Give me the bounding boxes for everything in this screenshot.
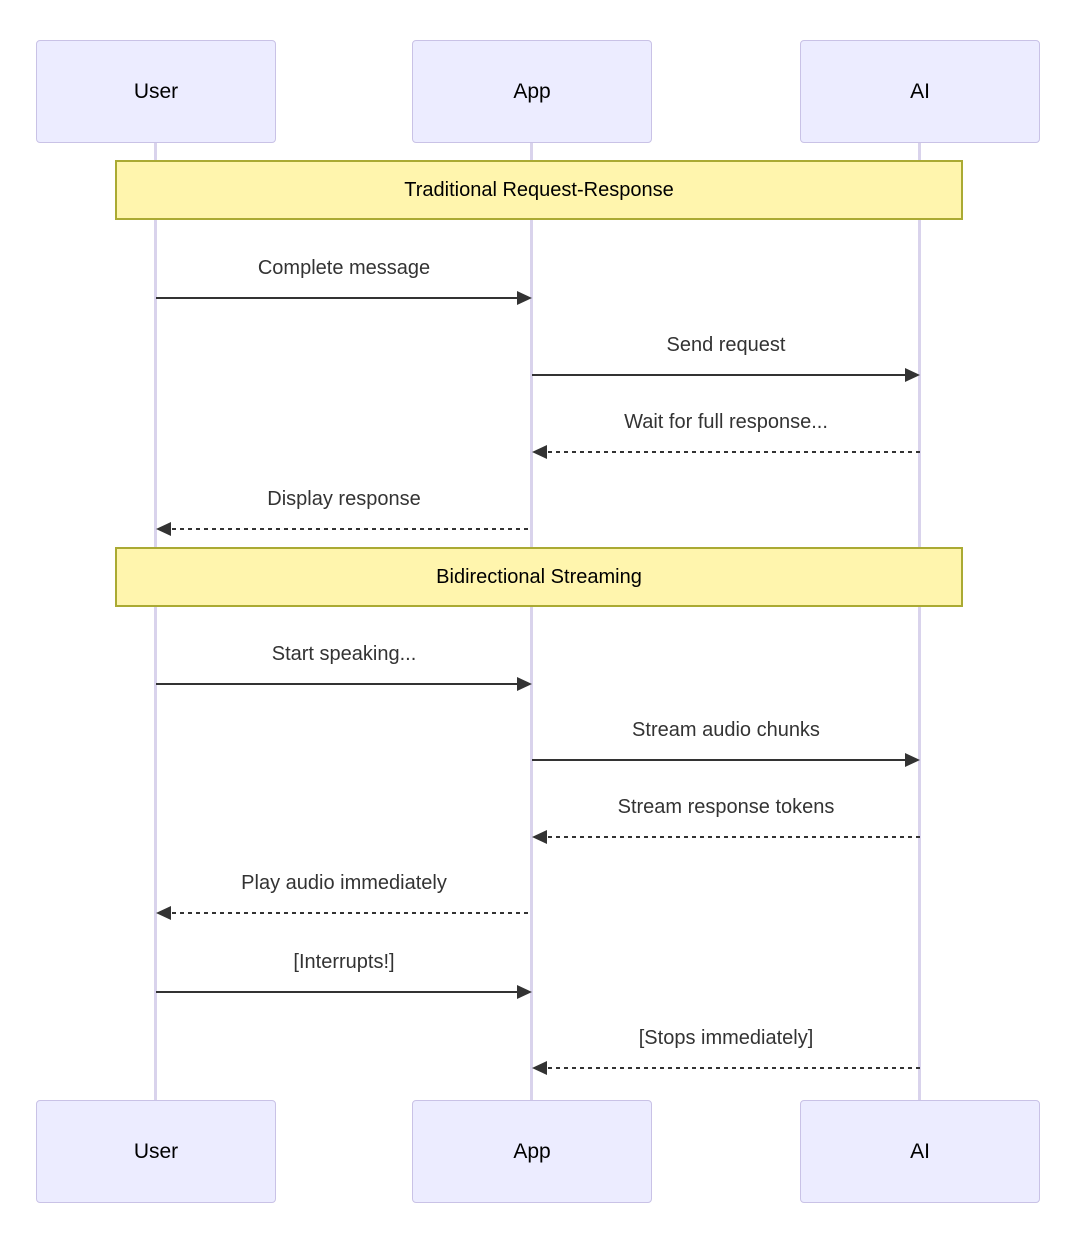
message-arrow xyxy=(532,759,912,761)
message-label: Display response xyxy=(267,488,421,510)
message-arrow xyxy=(540,836,920,838)
actor-user-bottom: User xyxy=(36,1100,276,1203)
lifeline-user xyxy=(154,143,157,1100)
actor-ai-bottom: AI xyxy=(800,1100,1040,1203)
message-label: Complete message xyxy=(257,257,431,279)
arrowhead-right-icon xyxy=(905,368,920,382)
lifeline-ai xyxy=(918,143,921,1100)
actor-app-label: App xyxy=(513,1139,551,1163)
arrowhead-left-icon xyxy=(156,906,171,920)
message-label: Stream response tokens xyxy=(617,796,835,818)
arrowhead-right-icon xyxy=(905,753,920,767)
message-arrow xyxy=(156,297,524,299)
actor-ai-top: AI xyxy=(800,40,1040,143)
message-arrow xyxy=(540,451,920,453)
message-arrow xyxy=(532,374,912,376)
message-label: Play audio immediately xyxy=(241,872,447,894)
section-note-streaming: Bidirectional Streaming xyxy=(115,547,963,607)
section-note-title: Bidirectional Streaming xyxy=(436,565,642,588)
message-label: [Stops immediately] xyxy=(638,1027,814,1049)
actor-user-top: User xyxy=(36,40,276,143)
arrowhead-right-icon xyxy=(517,291,532,305)
arrowhead-left-icon xyxy=(532,830,547,844)
actor-ai-label: AI xyxy=(910,79,930,103)
actor-user-label: User xyxy=(133,79,179,103)
message-arrow xyxy=(164,528,532,530)
message-arrow xyxy=(540,1067,920,1069)
message-arrow xyxy=(156,991,524,993)
section-note-title: Traditional Request-Response xyxy=(404,178,674,201)
actor-app-bottom: App xyxy=(412,1100,652,1203)
message-label: Stream audio chunks xyxy=(632,719,820,741)
actor-ai-label: AI xyxy=(910,1139,930,1163)
arrowhead-left-icon xyxy=(532,445,547,459)
actor-user-label: User xyxy=(133,1139,179,1163)
message-label: Start speaking... xyxy=(271,643,417,665)
actor-app-label: App xyxy=(513,79,551,103)
message-label: Wait for full response... xyxy=(624,411,828,433)
message-arrow xyxy=(164,912,532,914)
arrowhead-left-icon xyxy=(156,522,171,536)
arrowhead-right-icon xyxy=(517,677,532,691)
actor-app-top: App xyxy=(412,40,652,143)
message-label: Send request xyxy=(666,334,786,356)
arrowhead-right-icon xyxy=(517,985,532,999)
lifeline-app xyxy=(530,143,533,1100)
section-note-traditional: Traditional Request-Response xyxy=(115,160,963,220)
message-label: [Interrupts!] xyxy=(293,951,395,973)
arrowhead-left-icon xyxy=(532,1061,547,1075)
message-arrow xyxy=(156,683,524,685)
